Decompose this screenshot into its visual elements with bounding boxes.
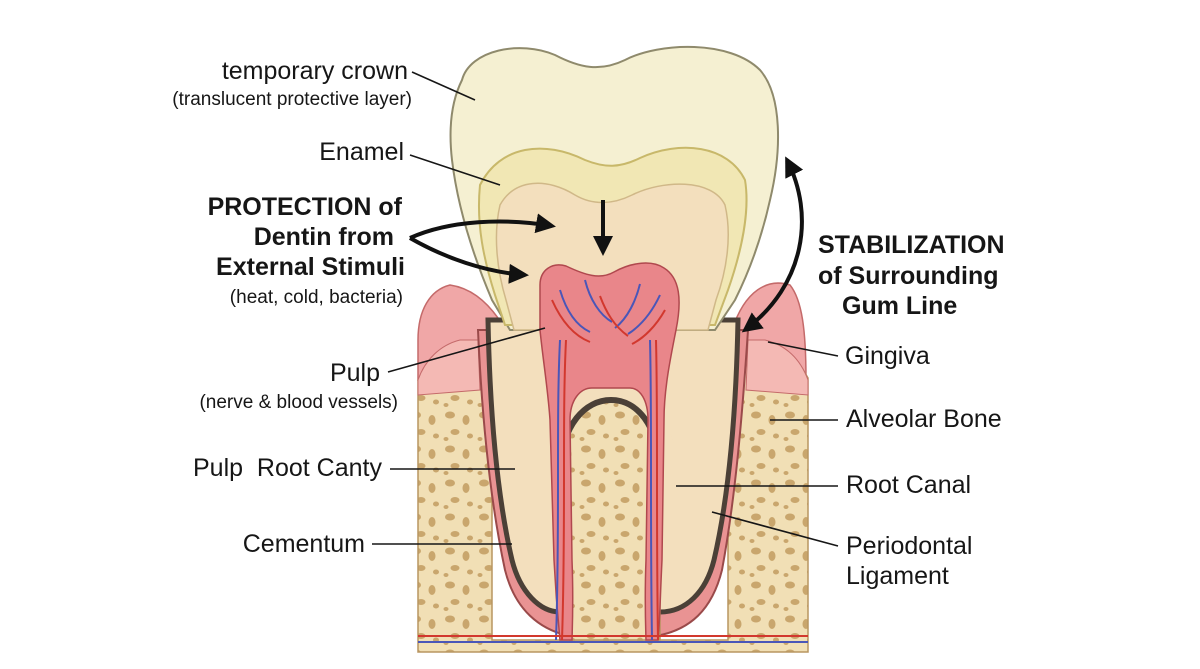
label-pulp-root-cavity: Pulp Root Canty <box>193 454 382 482</box>
label-protection-sub: (heat, cold, bacteria) <box>229 287 403 308</box>
nerves-and-vessels <box>418 279 808 643</box>
label-protection-line2: Dentin from <box>253 223 394 251</box>
pulp-chamber-shape <box>539 262 680 641</box>
protection-arrows <box>409 200 613 284</box>
label-periodontal-line2: Ligament <box>846 562 949 590</box>
label-stabilization-line3: Gum Line <box>842 292 958 320</box>
label-pulp: Pulp <box>329 359 380 387</box>
label-alveolar-bone: Alveolar Bone <box>846 405 1002 433</box>
label-pulp-sub: (nerve & blood vessels) <box>199 392 398 413</box>
label-cementum: Cementum <box>242 530 365 558</box>
label-protection-line3: External Stimuli <box>216 253 405 281</box>
label-temporary-crown: temporary crown <box>221 57 408 85</box>
label-stabilization-line2: of Surrounding <box>818 262 999 290</box>
label-gingiva: Gingiva <box>845 342 930 370</box>
label-periodontal-line1: Periodontal <box>846 532 973 560</box>
label-temporary-crown-sub: (translucent protective layer) <box>172 89 412 110</box>
label-stabilization-line1: STABILIZATION <box>818 231 1005 259</box>
label-enamel: Enamel <box>319 138 404 166</box>
label-root-canal: Root Canal <box>846 471 972 499</box>
stabilization-arrow <box>741 156 804 333</box>
label-protection-line1: PROTECTION of <box>207 193 402 221</box>
leader-lines <box>372 71 839 547</box>
